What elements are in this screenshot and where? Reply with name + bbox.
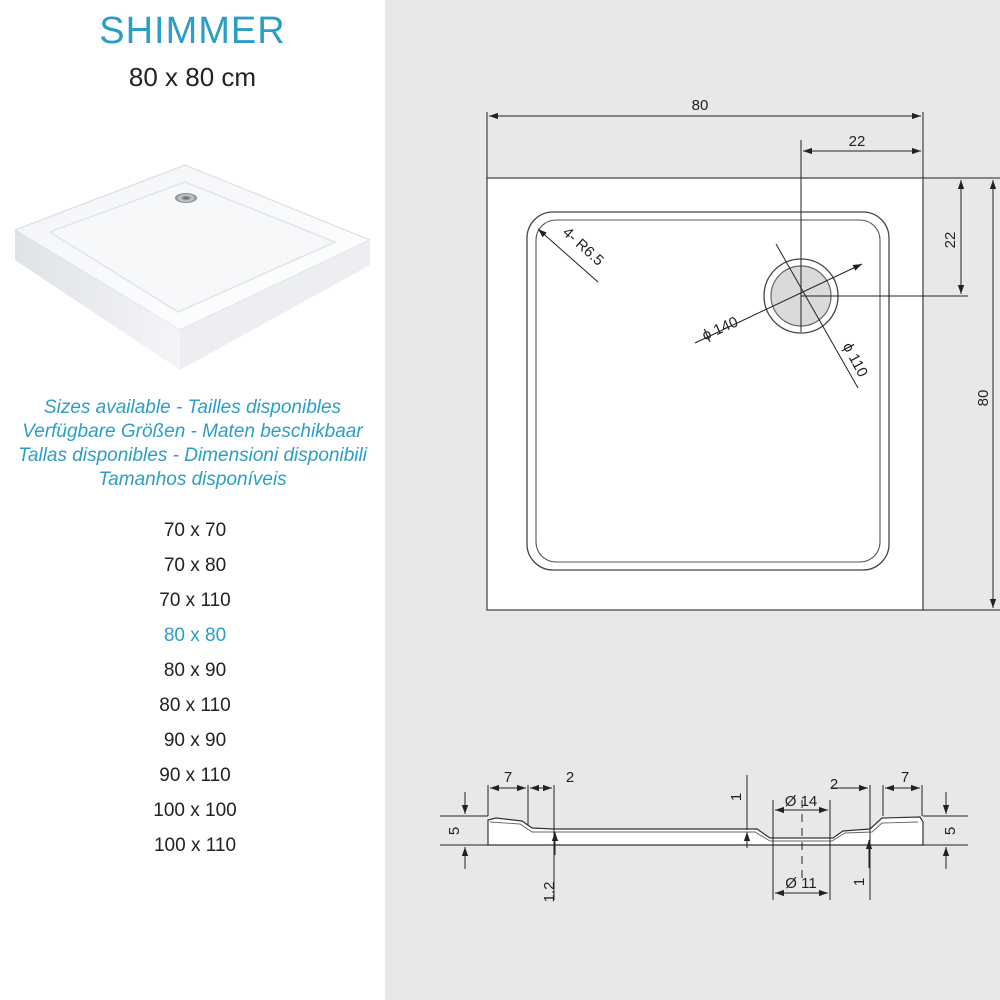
left-step-label: 2 bbox=[566, 769, 574, 786]
drain-x-label: 22 bbox=[849, 133, 866, 150]
height-right-label: 5 bbox=[942, 827, 959, 835]
sizes-heading-line: Tallas disponibles - Dimensioni disponib… bbox=[18, 445, 367, 466]
sizes-heading: Sizes available - Tailles disponibles Ve… bbox=[0, 396, 385, 492]
sizes-heading-line: Tamanhos disponíveis bbox=[98, 469, 287, 490]
product-size: 80 x 80 cm bbox=[128, 62, 257, 92]
tray-outline bbox=[486, 177, 924, 611]
size-option: 100 x 110 bbox=[153, 835, 237, 856]
base-thickness-label: 1.2 bbox=[541, 882, 558, 903]
size-option: 90 x 110 bbox=[159, 765, 231, 786]
height-left-label: 5 bbox=[446, 827, 463, 835]
sizes-heading-line: Verfügbare Größen - Maten beschikbaar bbox=[22, 421, 363, 442]
tray-profile bbox=[487, 816, 924, 846]
right-rim-label: 7 bbox=[901, 769, 909, 786]
size-option: 70 x 80 bbox=[163, 555, 227, 576]
depth-label: 80 bbox=[975, 390, 992, 407]
plan-view bbox=[486, 112, 1000, 611]
product-info-panel: SHIMMER 80 x 80 cm Sizes available - Tai… bbox=[0, 0, 385, 1000]
basin-inner-outline bbox=[535, 219, 881, 563]
drain-bottom-gap-label: 1 bbox=[851, 878, 868, 886]
size-option: 90 x 90 bbox=[163, 730, 227, 751]
drain-y-label: 22 bbox=[942, 232, 959, 249]
right-step-label: 2 bbox=[830, 776, 838, 793]
drain-top-label: Ø 14 bbox=[785, 793, 818, 810]
size-option: 100 x 100 bbox=[153, 800, 237, 821]
size-option: 70 x 70 bbox=[163, 520, 227, 541]
size-option: 70 x 110 bbox=[159, 590, 231, 611]
drain-bottom-label: Ø 11 bbox=[785, 875, 816, 892]
size-option: 80 x 90 bbox=[163, 660, 227, 681]
basin-outline bbox=[526, 211, 890, 571]
width-label: 80 bbox=[692, 97, 709, 114]
section-labels: 7 2 5 1.2 1 Ø 14 Ø 11 2 7 1 5 bbox=[446, 769, 959, 902]
size-option: 80 x 80 bbox=[163, 625, 227, 646]
shower-tray-image bbox=[13, 164, 372, 370]
sizes-list: 70 x 70 70 x 80 70 x 110 80 x 80 80 x 90 80 x… bbox=[0, 516, 385, 866]
drain-top-gap-label: 1 bbox=[728, 793, 745, 801]
sizes-heading-line: Sizes available - Tailles disponibles bbox=[43, 397, 342, 418]
size-option: 80 x 110 bbox=[159, 695, 231, 716]
product-title: SHIMMER bbox=[99, 10, 286, 52]
left-rim-label: 7 bbox=[504, 769, 512, 786]
section-view bbox=[440, 775, 968, 900]
